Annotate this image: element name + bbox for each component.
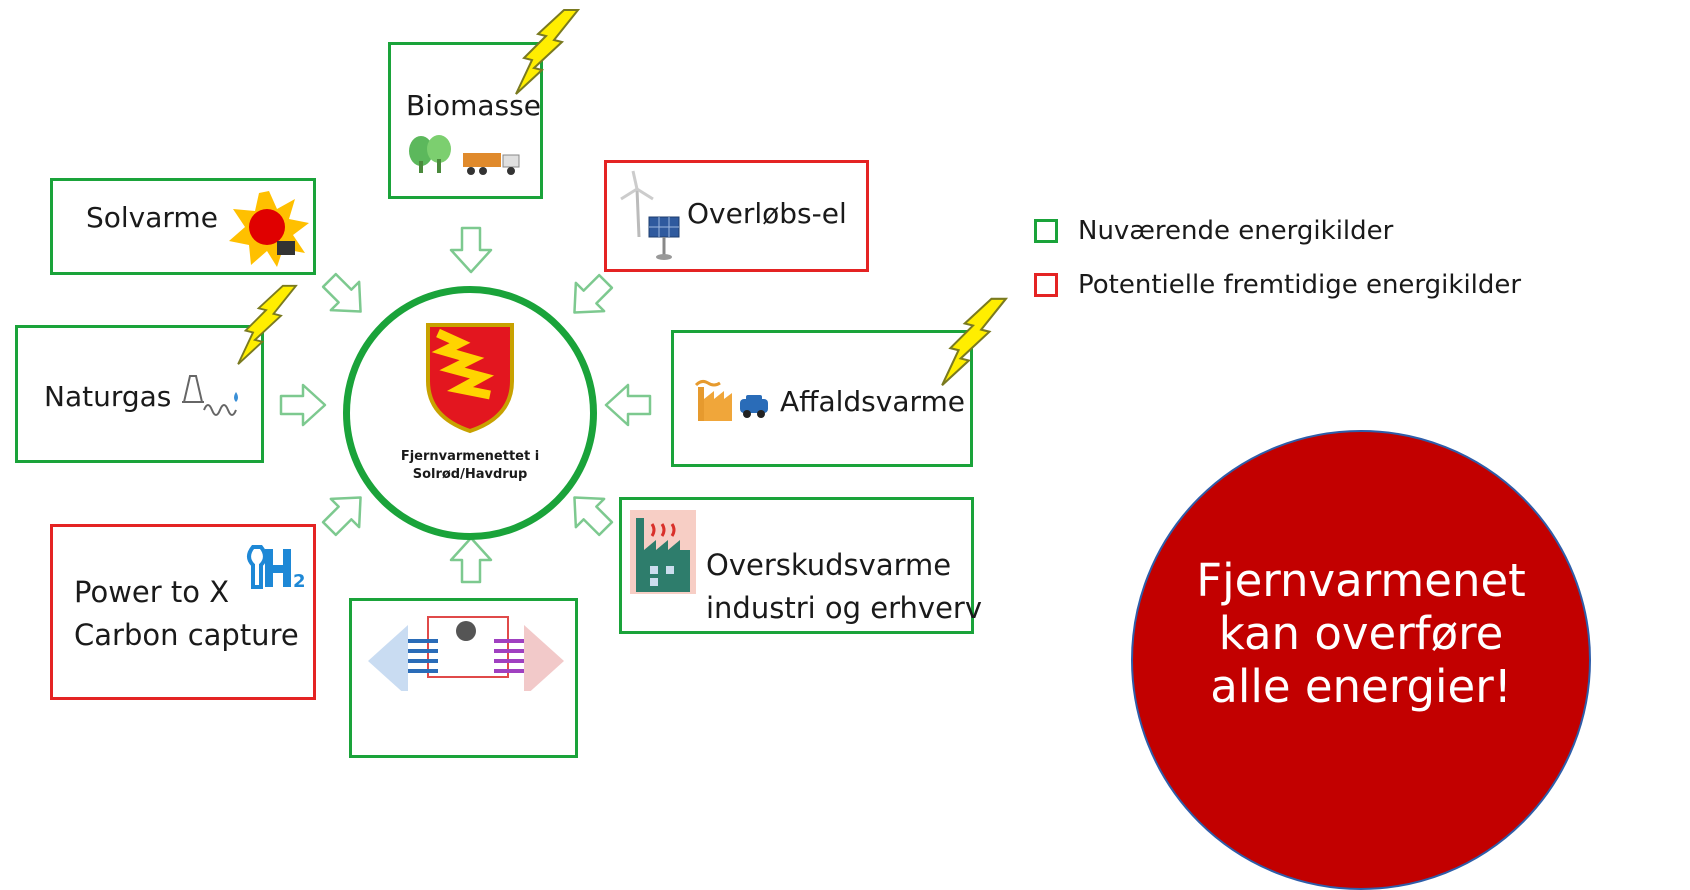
gas-rig-icon — [182, 375, 238, 416]
lightning-icon — [941, 297, 1009, 386]
source-box-overlobs-el: Overløbs-el — [604, 160, 869, 272]
lightning-icon — [237, 284, 298, 365]
legend-item-current: Nuværende energikilder — [1034, 216, 1393, 246]
hub-label-line1: Fjernvarmenettet i — [400, 449, 540, 464]
source-box-varmepumpe — [349, 598, 578, 758]
trees-icon — [409, 135, 451, 173]
wind-turbine-icon — [620, 170, 654, 238]
arrow-from-biomasse — [449, 226, 493, 274]
truck-icon — [463, 153, 520, 175]
source-box-naturgas: Naturgas — [15, 325, 264, 463]
callout-line2: kan overføre — [1218, 607, 1504, 660]
legend-label-current: Nuværende energikilder — [1078, 216, 1394, 246]
arrow-from-solvarme — [321, 272, 362, 313]
hydrogen-icon: 2 — [247, 545, 306, 591]
source-label-power-to-x: Power to X — [74, 575, 230, 609]
district-heating-hub: Fjernvarmenettet i Solrød/Havdrup — [343, 286, 597, 540]
source-label-solvarme: Solvarme — [86, 201, 218, 234]
arrow-from-power-to-x — [321, 496, 362, 537]
source-label-affaldsvarme: Affaldsvarme — [780, 385, 965, 418]
factory-icon — [694, 379, 732, 421]
car-icon — [740, 395, 768, 418]
lightning-icon — [515, 9, 581, 95]
heat-pump-icon — [368, 616, 564, 691]
coat-of-arms-icon — [426, 323, 514, 434]
arrow-from-varmepumpe — [449, 536, 493, 584]
source-label-overlobs-el: Overløbs-el — [687, 197, 847, 230]
legend-item-potential: Potentielle fremtidige energikilder — [1034, 270, 1521, 300]
source-label-overskudsvarme: Overskudsvarme — [706, 548, 952, 582]
source-label-naturgas: Naturgas — [44, 380, 172, 413]
source-box-biomasse: Biomasse — [388, 42, 543, 199]
callout-line3: alle energier! — [1210, 660, 1512, 713]
source-box-overskudsvarme: Overskudsvarme industri og erhverv — [619, 497, 982, 634]
source-label-carbon-capture: Carbon capture — [74, 618, 299, 652]
arrows-layer — [279, 226, 652, 584]
legend-label-potential: Potentielle fremtidige energikilder — [1078, 270, 1522, 300]
solar-panel-icon — [648, 216, 680, 260]
callout-line1: Fjernvarmenet — [1196, 554, 1526, 607]
callout-circle: Fjernvarmenet kan overføre alle energier… — [1131, 430, 1591, 890]
legend-swatch-red — [1034, 273, 1058, 297]
source-box-power-to-x: Power to X Carbon capture 2 — [50, 524, 316, 700]
industry-icon — [630, 510, 696, 594]
arrow-from-naturgas — [279, 383, 327, 427]
callout-text: Fjernvarmenet kan overføre alle energier… — [1133, 554, 1589, 713]
svg-text:2: 2 — [293, 571, 306, 591]
arrow-from-overlobs — [573, 273, 614, 314]
source-label-biomasse: Biomasse — [406, 89, 541, 122]
source-label-industri-erhverv: industri og erhverv — [706, 591, 982, 625]
sun-icon — [229, 191, 309, 267]
legend-swatch-green — [1034, 219, 1058, 243]
arrow-from-overskudsvarme — [573, 496, 614, 537]
hub-label: Fjernvarmenettet i Solrød/Havdrup — [350, 448, 590, 484]
arrow-from-affaldsvarme — [604, 383, 652, 427]
hub-label-line2: Solrød/Havdrup — [412, 467, 528, 482]
source-box-affaldsvarme: Affaldsvarme — [671, 330, 973, 467]
source-box-solvarme: Solvarme — [50, 178, 316, 275]
